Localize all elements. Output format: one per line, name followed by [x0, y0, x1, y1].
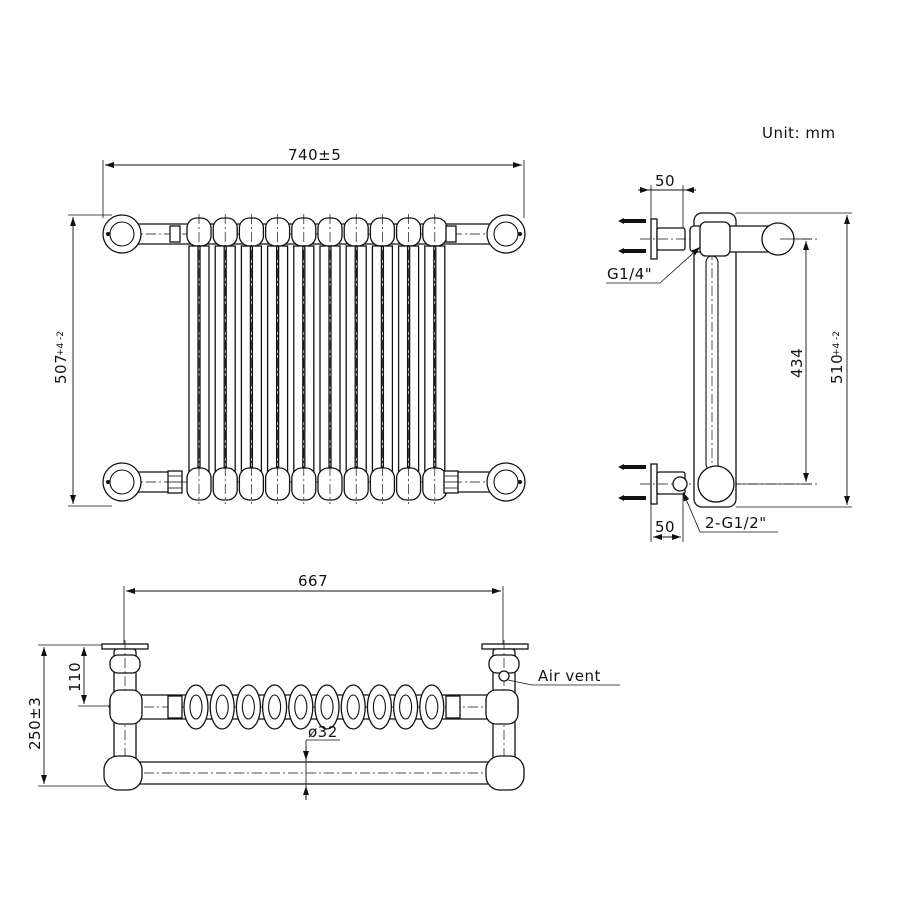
side-height-tol: +4 -2	[832, 331, 842, 356]
front-view: 740±5 507 +4 -2	[52, 146, 526, 507]
radiator-section	[209, 684, 235, 730]
radiator-column	[395, 214, 422, 504]
radiator-section	[288, 684, 314, 730]
radiator-section	[314, 684, 340, 730]
radiator-column	[186, 214, 212, 504]
screw-icon	[618, 464, 646, 501]
radiator-section	[183, 684, 209, 730]
radiator-section	[261, 684, 288, 730]
radiator-columns	[186, 214, 448, 504]
side-bottom-offset-dim: 50	[655, 518, 675, 536]
unit-note: Unit: mm	[762, 124, 836, 142]
radiator-column	[343, 214, 369, 504]
radiator-column	[264, 214, 291, 504]
radiator-section	[235, 684, 262, 730]
side-inlet-thread: 2-G1/2"	[705, 514, 767, 532]
wall-bracket-bottom-left	[102, 462, 142, 502]
radiator-column	[369, 214, 396, 504]
radiator-column	[422, 214, 448, 504]
wall-bracket-top-right	[486, 214, 526, 254]
top-view: 667 250±3 110	[26, 572, 620, 800]
front-height-dim: 507	[52, 354, 70, 384]
screw-icon	[618, 218, 646, 254]
top-width-dim: 667	[298, 572, 328, 590]
radiator-column	[212, 214, 238, 504]
radiator-section	[340, 684, 366, 730]
front-width-dim: 740±5	[288, 146, 341, 164]
wall-bracket-top-left	[102, 214, 142, 254]
side-bleed-thread: G1/4"	[607, 265, 652, 283]
front-height-tol: +4 -2	[56, 331, 66, 356]
radiator-column	[238, 214, 265, 504]
side-center-dim: 434	[788, 348, 806, 378]
side-top-offset-dim: 50	[655, 172, 675, 190]
radiator-section	[419, 684, 445, 730]
side-height-dim: 510	[828, 354, 846, 384]
radiator-section	[366, 684, 393, 730]
radiator-column	[317, 214, 343, 504]
radiator-section	[392, 684, 419, 730]
side-view: 50 G1/4"	[606, 172, 852, 542]
air-vent-label: Air vent	[538, 667, 601, 685]
wall-bracket-bottom-right	[486, 462, 526, 502]
radiator-sections-top	[183, 684, 445, 730]
diameter-dim: ø32	[308, 723, 338, 741]
top-depth-dim: 250±3	[26, 697, 44, 750]
radiator-column	[291, 214, 317, 504]
top-wall-offset-dim: 110	[66, 662, 84, 692]
